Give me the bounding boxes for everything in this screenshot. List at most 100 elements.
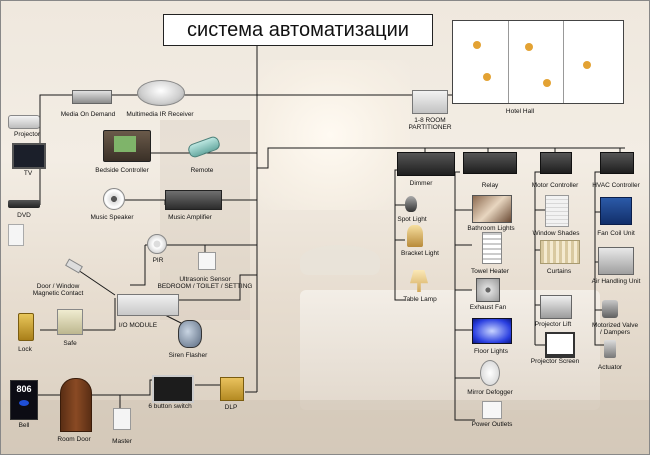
six-button-switch-icon <box>152 375 194 403</box>
dvd-label: DVD <box>17 212 31 219</box>
curtains-icon <box>540 240 580 264</box>
tv-icon <box>12 143 46 169</box>
hall-light-2 <box>525 43 533 51</box>
motor-controller-icon <box>540 152 572 174</box>
bell-panel: 806 <box>10 380 38 420</box>
hall-light-5 <box>483 73 491 81</box>
music-speaker-label: Music Speaker <box>90 214 134 221</box>
dvd-icon <box>8 200 40 208</box>
bedside-screen <box>114 136 136 152</box>
bracket-light-label: Bracket Light <box>401 250 439 257</box>
master-switch-icon <box>113 408 131 430</box>
fan-coil-unit-label: Fan Coil Unit <box>597 230 635 237</box>
chair-shape <box>300 245 380 275</box>
power-outlets-label: Power Outlets <box>471 421 513 428</box>
motorized-valve-icon <box>602 300 618 318</box>
window-shades-label: Window Shades <box>532 230 580 237</box>
dimmer-module-icon <box>397 152 455 176</box>
dlp-label: DLP <box>224 404 238 411</box>
power-outlet-icon <box>482 401 502 419</box>
ultrasonic-sensor-icon <box>198 252 216 270</box>
bell-button <box>19 400 29 406</box>
lock-label: Lock <box>18 346 32 353</box>
ultrasonic-sensor-label: Ultrasonic Sensor <box>179 276 231 283</box>
projector-icon <box>8 115 40 129</box>
exhaust-fan-icon <box>476 278 500 302</box>
spot-light-label: Spot Light <box>397 216 427 223</box>
bathroom-lights-icon <box>472 195 512 223</box>
hotel-hall-plan <box>452 20 624 104</box>
io-module-label: I/O MODULE <box>118 322 158 329</box>
relay-label: Relay <box>481 182 499 189</box>
hall-light-3 <box>543 79 551 87</box>
music-amplifier-label: Music Amplifier <box>168 214 212 221</box>
projector-lift-icon <box>540 295 572 319</box>
io-module-icon <box>117 294 179 316</box>
window-shades-icon <box>545 195 569 227</box>
projector-lift-label: Projector Lift <box>534 321 572 328</box>
fan-coil-unit-icon <box>600 197 632 225</box>
safe-label: Safe <box>63 340 77 347</box>
ultrasonic-sensor-sublabel: BEDROOM / TOILET / SETTING <box>157 283 253 290</box>
actuator-label: Actuator <box>597 364 623 371</box>
magnetic-contact-label: Magnetic Contact <box>32 290 84 297</box>
hall-light-4 <box>583 61 591 69</box>
media-on-demand-icon <box>72 90 112 104</box>
diagram-title: система автоматизации <box>163 14 433 46</box>
hall-light-1 <box>473 41 481 49</box>
siren-flasher-icon <box>178 320 202 348</box>
motor-controller-label: Motor Controller <box>531 182 579 189</box>
room-partitioner-sublabel: PARTITIONER <box>408 124 452 131</box>
bracket-light-icon <box>407 225 423 247</box>
room-door-label: Room Door <box>57 436 91 443</box>
hotel-hall-label: Hotel Hall <box>505 108 535 115</box>
ir-receiver-icon <box>137 80 185 106</box>
actuator-icon <box>604 340 616 358</box>
room-partitioner-label: 1-8 ROOM <box>414 117 446 124</box>
bathroom-lights-label: Bathroom Lights <box>467 225 515 232</box>
bedside-controller-icon <box>103 130 151 162</box>
towel-heater-icon <box>482 232 502 264</box>
dimmer-label: Dimmer <box>409 180 433 187</box>
master-label: Master <box>112 438 132 445</box>
six-button-switch-label: 6 button switch <box>148 403 192 410</box>
projector-screen-label: Projector Screen <box>530 358 580 365</box>
hall-divider-1 <box>508 21 509 103</box>
projector-screen-icon <box>545 332 575 358</box>
floor-lights-label: Floor Lights <box>474 348 508 355</box>
towel-heater-label: Towel Heater <box>471 268 509 275</box>
pir-icon <box>147 234 167 254</box>
motorized-valve-label: Motorized Valve <box>591 322 639 329</box>
bedside-controller-label: Bedside Controller <box>95 167 149 174</box>
mirror-defogger-icon <box>480 360 500 386</box>
wall-plate-icon <box>8 224 24 246</box>
siren-flasher-label: Siren Flasher <box>168 352 208 359</box>
air-handling-unit-icon <box>598 247 634 275</box>
dlp-icon <box>220 377 244 401</box>
mirror-defogger-label: Mirror Defogger <box>467 389 513 396</box>
lock-icon <box>18 313 34 341</box>
door-window-label: Door / Window <box>36 283 80 290</box>
music-amplifier-icon <box>165 190 222 210</box>
room-partitioner-icon <box>412 90 448 114</box>
room-door-icon <box>60 378 92 432</box>
dampers-label: / Dampers <box>600 329 630 336</box>
relay-module-icon <box>463 152 517 174</box>
air-handling-unit-label: Air Handling Unit <box>591 278 641 285</box>
bell-label: Bell <box>18 422 30 429</box>
curtains-label: Curtains <box>546 268 572 275</box>
hall-divider-2 <box>563 21 564 103</box>
media-on-demand-label: Media On Demand <box>60 111 116 118</box>
hvac-controller-icon <box>600 152 634 174</box>
pir-label: PIR <box>152 257 164 264</box>
remote-label: Remote <box>190 167 214 174</box>
hvac-controller-label: HVAC Controller <box>592 182 640 189</box>
spot-light-icon <box>405 196 417 212</box>
safe-icon <box>57 309 83 335</box>
floor-lights-icon <box>472 318 512 344</box>
music-speaker-icon <box>103 188 125 210</box>
floor-shade <box>0 400 650 455</box>
projector-label: Projector <box>13 131 41 138</box>
window-light <box>250 60 410 210</box>
